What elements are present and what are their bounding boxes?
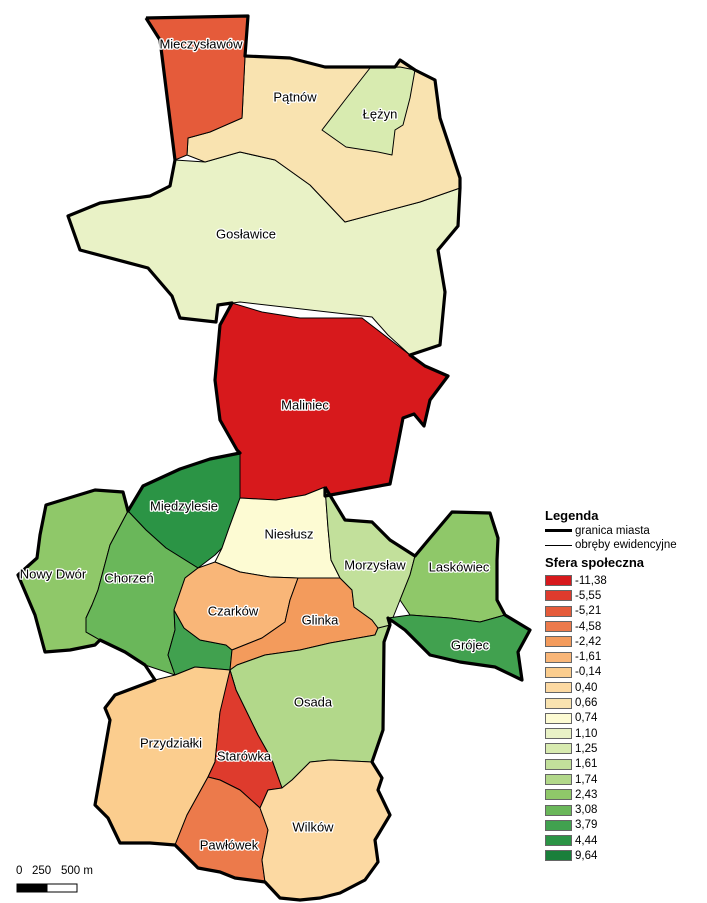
legend-class-label: -11,38: [575, 574, 607, 587]
city-boundary-west-north: [16, 17, 532, 902]
legend-class-item: 3,79: [545, 818, 707, 833]
legend-swatch: [545, 835, 572, 847]
legend-class-label: 4,44: [575, 834, 598, 847]
district-label-czarkow: Czarków: [208, 603, 259, 618]
legend-class-item: 4,44: [545, 833, 707, 848]
legend-swatch: [545, 621, 572, 633]
legend-swatch: [545, 651, 572, 663]
legend-swatch: [545, 575, 572, 587]
district-label-maliniec: Maliniec: [281, 397, 329, 412]
legend-class-item: 1,10: [545, 726, 707, 741]
legend-swatch: [545, 819, 572, 831]
district-label-wilkow: Wilków: [292, 819, 334, 834]
district-label-osada: Osada: [294, 694, 333, 709]
legend-class-item: -11,38: [545, 573, 707, 588]
legend-class-label: 9,64: [575, 849, 598, 862]
registry-area-symbol: [545, 545, 572, 546]
legend-class-item: 3,08: [545, 802, 707, 817]
legend-swatch: [545, 758, 572, 770]
legend-city-boundary: granica miasta: [545, 524, 707, 538]
legend-class-label: -1,61: [575, 651, 602, 664]
legend-swatch: [545, 666, 572, 678]
legend-class-item: -4,58: [545, 619, 707, 634]
legend-class-label: 1,10: [575, 727, 598, 740]
legend-class-label: 2,43: [575, 788, 598, 801]
legend-classes: -11,38 -5,55 -5,21 -4,58 -2,42 -1,61 -0,14 0,40…: [545, 573, 707, 864]
legend-class-item: 0,74: [545, 711, 707, 726]
city-boundary: [16, 14, 532, 902]
legend-class-label: 0,74: [575, 712, 598, 725]
legend-class-item: 1,61: [545, 757, 707, 772]
district-label-patnow: Pątnów: [273, 89, 317, 104]
district-label-grojec: Grójec: [451, 637, 490, 652]
city-boundary-north: [145, 14, 462, 498]
scale-label-250: 250: [32, 865, 52, 877]
legend-class-label: 1,74: [575, 773, 598, 786]
legend-class-item: -0,14: [545, 665, 707, 680]
district-label-starowka: Starówka: [217, 748, 272, 763]
district-label-nowy-dwor: Nowy Dwór: [20, 566, 87, 581]
district-label-niesluzs: Niesłusz: [264, 526, 313, 541]
legend-class-label: 1,25: [575, 742, 598, 755]
legend-swatch: [545, 728, 572, 740]
district-label-laskowiec: Laskówiec: [429, 559, 490, 574]
district-label-lezyn: Łężyn: [363, 106, 398, 121]
district-label-pawlowek: Pawłówek: [200, 837, 259, 852]
legend-class-item: 1,25: [545, 741, 707, 756]
legend-class-item: -5,21: [545, 604, 707, 619]
legend-class-item: -2,42: [545, 634, 707, 649]
district-label-miedzylesie: Międzylesie: [150, 498, 218, 513]
legend-swatch: [545, 697, 572, 709]
legend-sphere-title: Sfera społeczna: [545, 555, 644, 570]
scale-bar-segment-2: [46, 883, 78, 893]
legend-class-label: -2,42: [575, 635, 602, 648]
labels-layer: MieczysławówPątnówŁężynGosławiceMaliniec…: [18, 35, 491, 854]
legend-swatch: [545, 789, 572, 801]
legend-class-label: 0,40: [575, 681, 598, 694]
scale-bar-segment-1: [16, 883, 48, 893]
district-label-morzyslaw: Morzysław: [344, 557, 406, 572]
legend-class-item: 1,74: [545, 772, 707, 787]
district-label-przydzialki: Przydziałki: [140, 735, 202, 750]
legend-class-label: -5,21: [575, 605, 602, 618]
legend-swatch: [545, 590, 572, 602]
scale-label-500: 500 m: [61, 865, 93, 877]
legend-class-label: 1,61: [575, 758, 598, 771]
district-label-chorzen: Chorzeń: [104, 570, 153, 585]
legend-swatch: [545, 774, 572, 785]
legend: Legenda granica miasta obręby ewidencyjn…: [545, 508, 707, 864]
legend-city-boundary-label: granica miasta: [575, 525, 650, 537]
city-boundary-symbol: [545, 529, 572, 532]
legend-swatch: [545, 605, 572, 617]
district-label-mieczyslawow: Mieczysławów: [159, 36, 243, 51]
legend-registry-areas-label: obręby ewidencyjne: [575, 539, 677, 551]
scale-bar-graphic: [16, 883, 78, 893]
legend-swatch: [545, 712, 572, 724]
legend-class-item: 0,66: [545, 695, 707, 710]
legend-class-label: -4,58: [575, 620, 602, 633]
legend-registry-areas: obręby ewidencyjne: [545, 538, 707, 552]
legend-class-item: -1,61: [545, 649, 707, 664]
legend-class-label: 0,66: [575, 697, 598, 710]
legend-swatch: [545, 743, 572, 755]
scale-label-0: 0: [16, 865, 23, 877]
legend-class-label: -0,14: [575, 666, 602, 679]
legend-swatch: [545, 850, 572, 862]
district-label-goslawice: Gosławice: [216, 226, 276, 241]
legend-class-label: 3,08: [575, 804, 598, 817]
legend-swatch: [545, 804, 572, 816]
legend-class-label: 3,79: [575, 819, 598, 832]
legend-class-item: -5,55: [545, 588, 707, 603]
legend-class-item: 0,40: [545, 680, 707, 695]
legend-title: Legenda: [545, 508, 599, 523]
district-label-glinka: Glinka: [302, 612, 340, 627]
legend-class-label: -5,55: [575, 589, 602, 602]
legend-class-item: 9,64: [545, 848, 707, 863]
legend-swatch: [545, 682, 572, 694]
legend-class-item: 2,43: [545, 787, 707, 802]
districts-layer: [17, 15, 531, 901]
district-chorzen: [85, 510, 199, 676]
legend-swatch: [545, 636, 572, 648]
